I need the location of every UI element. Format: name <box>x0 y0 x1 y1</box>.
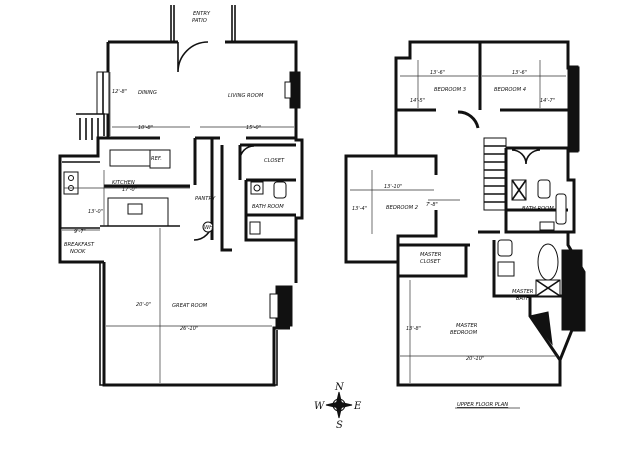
label-dining: DINING <box>138 90 157 96</box>
compass-ew-needle <box>325 401 353 409</box>
dim-master-w: 20'-10" <box>466 356 484 362</box>
label-pantry: PANTRY <box>195 196 216 202</box>
bath-cabinet <box>249 221 261 235</box>
label-entry: ENTRY <box>193 11 211 17</box>
upper-floor-plan: BEDROOM 3 BEDROOM 4 BEDROOM 2 BATH ROOM … <box>344 40 586 409</box>
hall-wall <box>220 145 232 252</box>
dim-great-w: 26'-10" <box>180 326 198 332</box>
master-vanity <box>497 261 515 277</box>
bath-walls <box>238 143 296 242</box>
label-bedroom3: BEDROOM 3 <box>434 87 466 93</box>
south-wall <box>102 262 290 387</box>
label-closet: CLOSET <box>264 158 285 164</box>
label-living: LIVING ROOM <box>228 93 264 99</box>
dim-master-h: 13'-8" <box>406 326 421 332</box>
stair-box <box>483 137 507 211</box>
master-bed-angled-wall <box>528 296 562 361</box>
upper-shower-x <box>511 179 527 201</box>
label-master-closet-1: MASTER <box>420 252 442 258</box>
label-upper-bath: BATH ROOM <box>522 206 554 212</box>
main-floor-plan: ENTRY PATIO DINING LIVING ROOM KITCHEN R… <box>58 5 304 387</box>
dim-bed3-h: 14'-5" <box>410 98 425 104</box>
compass-n: N <box>334 382 345 393</box>
label-great: GREAT ROOM <box>172 303 208 309</box>
west-stair <box>76 113 105 140</box>
dim-breakfast-w: 9'-7" <box>74 229 86 235</box>
upper-floor-title: UPPER FLOOR PLAN <box>457 402 508 408</box>
hall-curve <box>457 110 480 129</box>
label-ref: REF. <box>151 156 162 162</box>
kitchen-sink <box>127 203 143 215</box>
upper-bath-sink <box>539 221 555 231</box>
stove <box>63 171 79 195</box>
label-breakfast: BREAKFAST <box>64 242 95 248</box>
master-toilet <box>497 239 513 257</box>
water-heater <box>202 221 214 233</box>
label-kitchen: KITCHEN <box>112 180 135 186</box>
label-master-bath-2: BATH <box>516 296 530 302</box>
dim-bed2-w: 13'-10" <box>384 184 402 190</box>
entry-door <box>177 41 209 73</box>
dim-bed3-w: 13'-6" <box>430 70 445 76</box>
bedroom2-walls <box>396 154 438 262</box>
label-bedroom4: BEDROOM 4 <box>494 87 526 93</box>
compass-s: S <box>336 420 343 431</box>
dim-bed4-w: 13'-6" <box>512 70 527 76</box>
dim-kitchen-h: 13'-0" <box>88 209 103 215</box>
master-tub <box>537 243 559 281</box>
dim-hall-w: 7'-8" <box>426 202 438 208</box>
dim-living-w: 15'-0" <box>246 125 261 131</box>
compass-w: W <box>314 401 325 412</box>
upper-east-bay <box>567 65 579 153</box>
east-wall-upper <box>294 108 304 283</box>
south-wall-double <box>274 330 278 386</box>
compass-rose: N S E W <box>314 382 362 431</box>
stair-treads <box>484 145 506 203</box>
upper-bath-doors <box>511 149 541 165</box>
dim-kitchen-w: 17'-0" <box>122 187 137 193</box>
label-bath: BATH ROOM <box>252 204 284 210</box>
burner-1 <box>68 175 74 181</box>
master-fireplace <box>529 311 553 346</box>
closet-door <box>239 145 255 161</box>
label-master-bath-1: MASTER <box>512 289 534 295</box>
refrigerator <box>149 149 171 169</box>
north-wall <box>108 40 298 72</box>
dim-bed2-h: 13'-4" <box>352 206 367 212</box>
label-bedroom2: BEDROOM 2 <box>386 205 418 211</box>
master-shower-x <box>535 279 561 297</box>
dim-bed4-h: 14'-7" <box>540 98 555 104</box>
label-patio: PATIO <box>192 18 207 24</box>
label-master-closet-2: CLOSET <box>420 259 441 265</box>
bath-sink-basin <box>253 184 261 192</box>
label-master-bed-2: BEDROOM <box>450 330 478 336</box>
fireplace-hearth <box>284 81 292 99</box>
master-closet-walls <box>398 243 470 278</box>
upper-east-chimney <box>561 249 583 331</box>
dim-great-h: 20'-0" <box>136 302 151 308</box>
upper-toilet <box>537 179 551 199</box>
label-wh: WH <box>204 225 213 231</box>
label-master-bed-1: MASTER <box>456 323 478 329</box>
upper-tub <box>555 193 567 225</box>
dim-dining-w: 10'-8" <box>138 125 153 131</box>
label-nook: NOOK <box>70 249 86 255</box>
compass-e: E <box>353 401 362 412</box>
great-fireplace-hearth <box>269 293 279 319</box>
west-wall-double <box>99 262 104 386</box>
dim-dining-h: 12'-8" <box>112 89 127 95</box>
bath-toilet <box>273 181 287 199</box>
